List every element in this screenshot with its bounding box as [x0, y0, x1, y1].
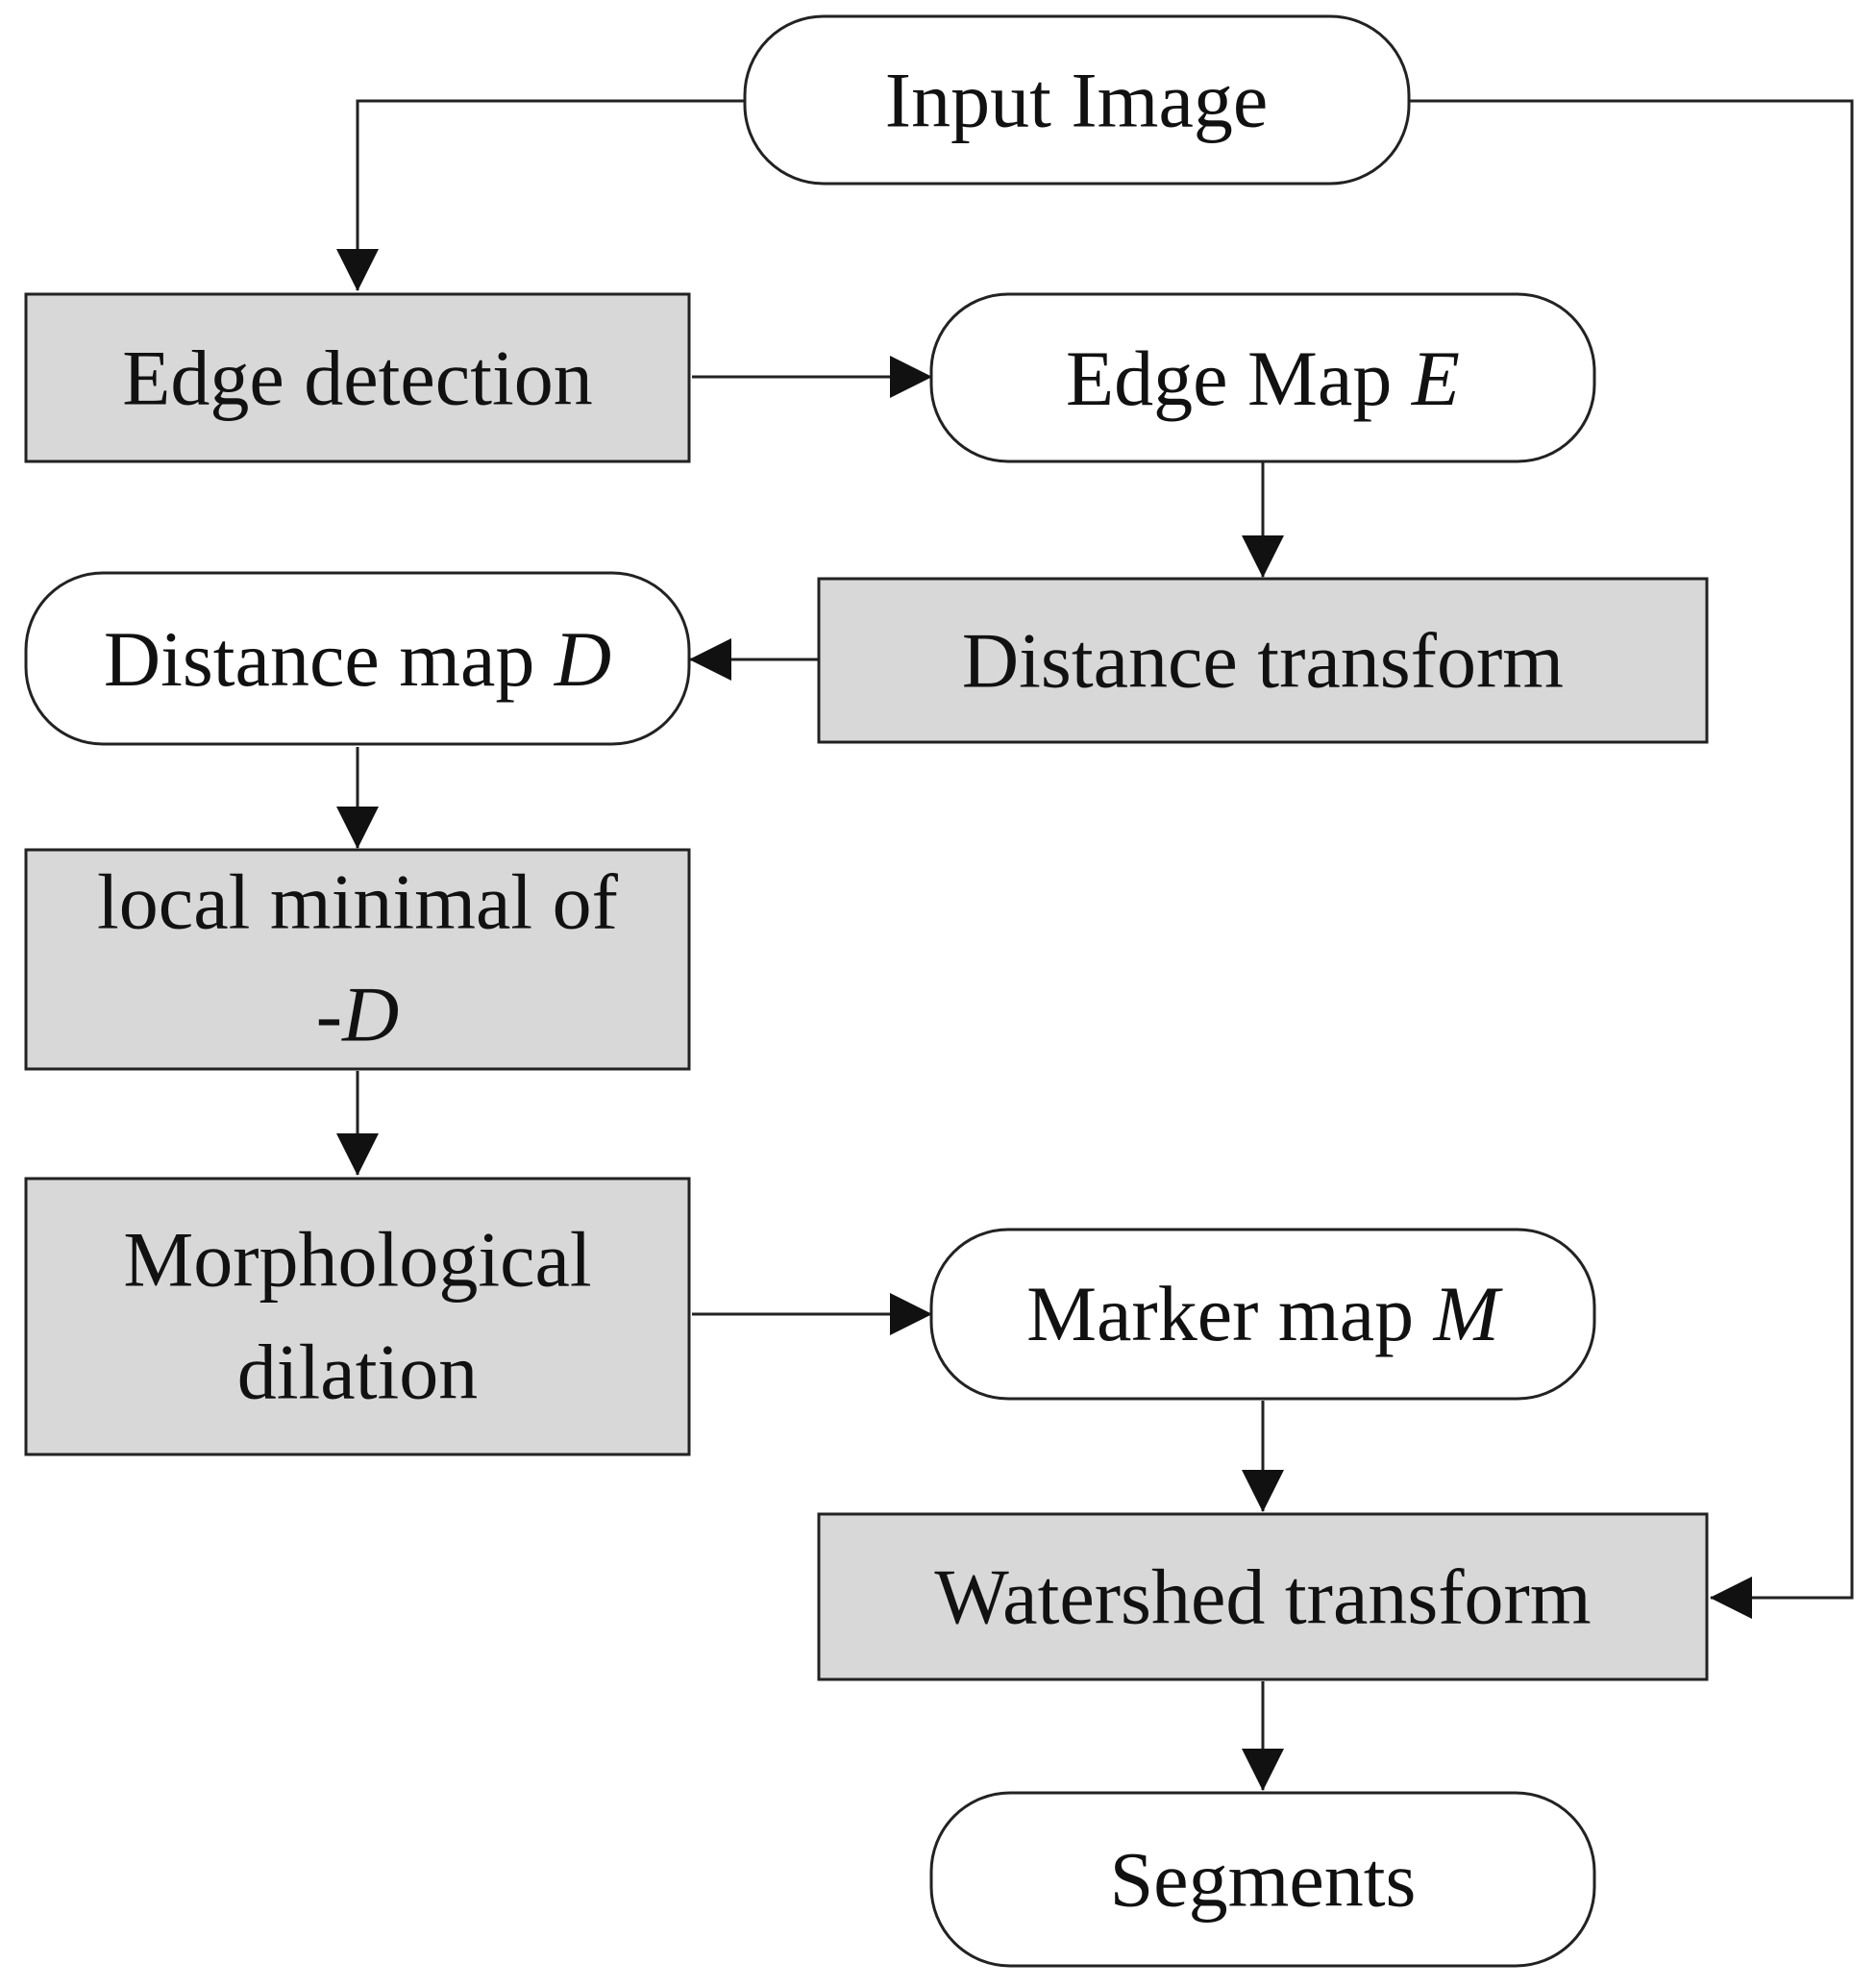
node-edge-map-label: Edge Map E: [1066, 335, 1460, 422]
node-input-image-label: Input Image: [885, 57, 1268, 144]
node-watershed-transform-label: Watershed transform: [934, 1553, 1591, 1641]
node-watershed-transform: Watershed transform: [817, 1512, 1709, 1681]
node-local-minimal-line1: local minimal of: [97, 858, 619, 946]
node-distance-map: Distance map D: [24, 571, 691, 746]
node-segments: Segments: [929, 1791, 1596, 1968]
node-morphological-dilation: Morphological dilation: [24, 1177, 691, 1456]
node-marker-map-label: Marker map M: [1026, 1270, 1504, 1357]
node-segments-label: Segments: [1110, 1836, 1417, 1924]
node-edge-map-variable: E: [1411, 335, 1460, 422]
node-edge-map-shape: [929, 292, 1596, 463]
node-edge-map-text: Edge Map: [1066, 335, 1412, 422]
edge-input-to-watershed: [1409, 99, 1854, 1619]
node-morphological-dilation-line2: dilation: [237, 1329, 479, 1416]
node-morphological-dilation-shape: [24, 1177, 691, 1456]
node-marker-map-variable: M: [1433, 1270, 1504, 1357]
node-distance-transform-shape: [817, 577, 1709, 744]
node-input-image: Input Image: [743, 14, 1411, 186]
node-distance-map-shape: [24, 571, 691, 746]
node-distance-map-text: Distance map: [104, 615, 555, 703]
node-input-image-shape: [743, 14, 1411, 186]
node-distance-map-variable: D: [554, 615, 611, 703]
node-segments-shape: [929, 1791, 1596, 1968]
node-local-minimal-line2: -D: [316, 971, 400, 1058]
node-marker-map-text: Marker map: [1026, 1270, 1434, 1357]
edge-input-to-edge-detection: [336, 99, 745, 291]
node-local-minimal: local minimal of -D: [24, 848, 691, 1071]
node-edge-detection: Edge detection: [24, 292, 691, 463]
node-distance-transform: Distance transform: [817, 577, 1709, 744]
node-edge-detection-shape: [24, 292, 691, 463]
node-morphological-dilation-line1: Morphological: [123, 1216, 591, 1304]
node-edge-detection-label: Edge detection: [122, 335, 593, 422]
node-local-minimal-shape: [24, 848, 691, 1071]
node-distance-transform-label: Distance transform: [962, 617, 1564, 705]
node-watershed-transform-shape: [817, 1512, 1709, 1681]
nodes: Input Image Edge detection Edge Map E Di…: [24, 14, 1709, 1968]
node-edge-map: Edge Map E: [929, 292, 1596, 463]
connectors: [336, 99, 1854, 1791]
node-distance-map-label: Distance map D: [104, 615, 611, 703]
node-marker-map-shape: [929, 1228, 1596, 1401]
node-marker-map: Marker map M: [929, 1228, 1596, 1401]
